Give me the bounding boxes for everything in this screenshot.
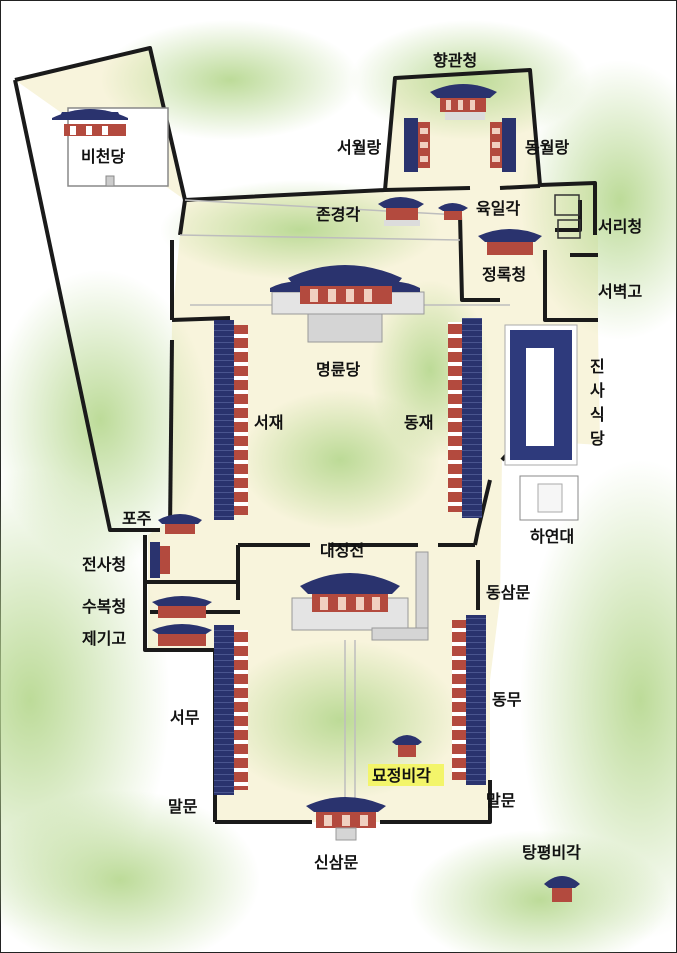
label-dongmu: 동무 (492, 690, 522, 709)
seoricheong-enclosure (554, 194, 581, 239)
label-dongsammun: 동삼문 (486, 583, 530, 602)
jeonsacheong-building (150, 542, 170, 578)
label-malmun-east: 말문 (486, 791, 516, 810)
dongmu-building (452, 615, 486, 785)
hayeondae-structure (519, 475, 579, 521)
myojeongbigak-building (392, 735, 422, 757)
label-seobyeokgo: 서벽고 (598, 282, 642, 301)
label-jeonsacheong: 전사청 (82, 555, 126, 574)
label-jegigo: 제기고 (82, 629, 126, 648)
tangpyeongbigak-building (544, 876, 580, 902)
daeseongjeon-building (291, 551, 429, 641)
jongyeonggak-building (378, 197, 424, 226)
compound-walls (13, 46, 598, 824)
place-labels: 향관청 서월랑 동월랑 비천당 존경각 육일각 서리청 정록청 서벽고 명륜당 … (81, 51, 642, 872)
seowollang-building (404, 118, 430, 172)
label-myojeongbigak-highlight (368, 764, 444, 786)
label-jinsasikdang-4: 당 (590, 429, 605, 448)
yugilgak-building (438, 203, 468, 220)
label-poju: 포주 (122, 509, 152, 528)
label-jinsasikdang-2: 사 (590, 381, 605, 400)
label-tangpyeongbigak: 탕평비각 (522, 843, 581, 862)
label-sinsammun: 신삼문 (314, 853, 358, 872)
sinsammun-building (306, 797, 386, 841)
bicheondang-building (52, 107, 169, 187)
label-seojae: 서재 (254, 413, 283, 432)
label-bicheondang: 비천당 (81, 147, 125, 166)
label-malmun-west: 말문 (168, 797, 198, 816)
label-hyanggwancheong: 향관청 (433, 51, 477, 70)
dongwollang-building (490, 118, 516, 172)
jegigo-building (152, 624, 212, 646)
label-dongjae: 동재 (404, 413, 433, 432)
label-subokcheong: 수복청 (82, 597, 126, 616)
label-dongwollang: 동월랑 (525, 138, 569, 157)
seojae-building (214, 320, 248, 520)
seomu-building (214, 625, 248, 795)
label-daeseongjeon: 대성전 (320, 541, 364, 560)
label-jeongnokcheong: 정록청 (482, 265, 526, 284)
myeongnyundang-building (270, 265, 425, 343)
label-seoricheong: 서리청 (598, 217, 642, 236)
hyanggwancheong-building (430, 84, 497, 120)
label-seomu: 서무 (170, 708, 200, 727)
label-seowollang: 서월랑 (337, 138, 381, 157)
label-yugilgak: 육일각 (476, 199, 520, 218)
label-hayeondae: 하연대 (530, 527, 574, 546)
label-jinsasikdang-3: 식 (590, 405, 605, 424)
jeongnokcheong-building (478, 229, 542, 255)
subokcheong-building (152, 596, 212, 618)
poju-building (158, 514, 202, 534)
label-jinsasikdang-1: 진 (590, 357, 605, 376)
label-myeongnyundang: 명륜당 (316, 360, 360, 379)
label-jongyeonggak: 존경각 (316, 205, 360, 224)
jinsasikdang-building (504, 324, 578, 466)
dongjae-building (448, 318, 482, 518)
label-myojeongbigak: 묘정비각 (372, 766, 431, 785)
